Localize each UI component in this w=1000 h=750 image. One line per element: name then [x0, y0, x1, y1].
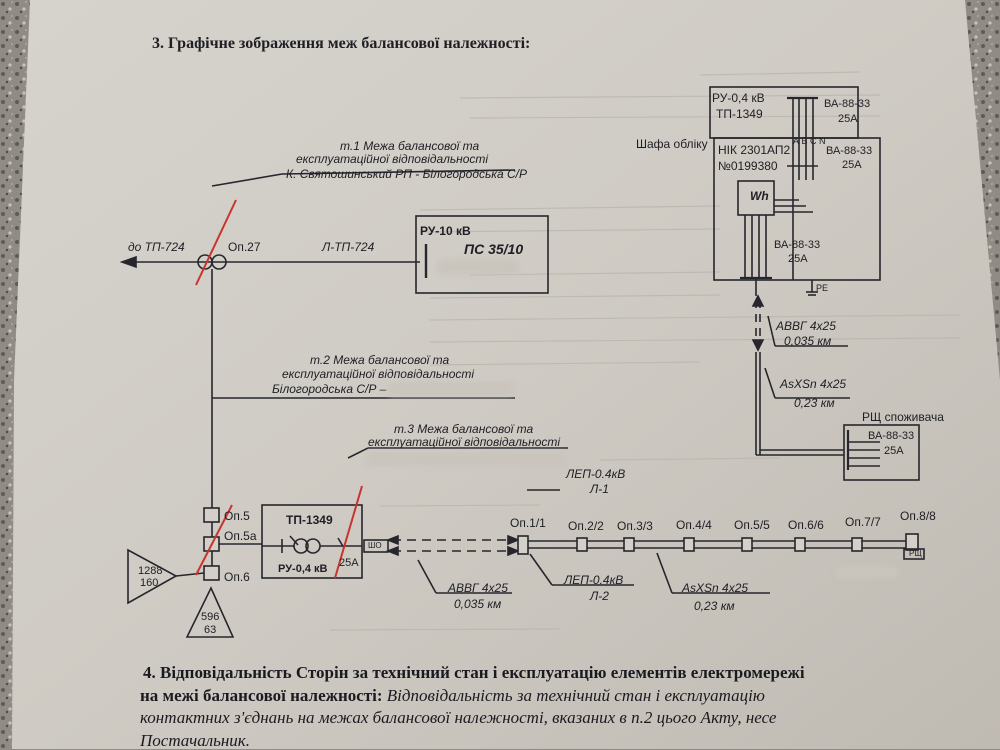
meter-breaker-top-val: 25А [838, 113, 858, 125]
arrow-left-icon [119, 255, 137, 269]
meter-breaker-low: ВА-88-33 [774, 239, 821, 251]
cable-1-length: 0,035 км [454, 597, 502, 611]
redacted-block [366, 452, 566, 466]
tp-breaker-label: 25А [339, 557, 359, 569]
line-pole-label: Оп.5/5 [734, 518, 770, 532]
tp-1349-box [261, 504, 363, 579]
transformer-triangle-left [127, 548, 178, 605]
substation-name: ПС 35/10 [464, 241, 524, 257]
meter-wh-box [737, 180, 775, 216]
triangle-left-top: 1288 [138, 565, 163, 577]
to-tp-724-label: до ТП-724 [128, 240, 185, 254]
pole-5-box [203, 507, 220, 523]
consumer-panel-box [843, 424, 920, 481]
tp-ru-label: РУ-0,4 кВ [278, 563, 328, 575]
line-pole-label: Оп.8/8 [900, 509, 936, 523]
line-pole-label: Оп.4/4 [676, 518, 712, 532]
wh-label: Wh [750, 189, 769, 203]
meter-breaker-mid: ВА-88-33 [826, 145, 873, 157]
redacted-block [438, 260, 518, 274]
pole-27-label: Оп.27 [228, 240, 261, 254]
lep-2-sub: Л-2 [590, 589, 609, 603]
boundary-3-mark [334, 485, 363, 579]
meter-ru-label: РУ-0,4 кВ [712, 91, 765, 105]
consumer-breaker-val: 25А [884, 445, 904, 457]
boundary-1-line1: т.1 Межа балансової та [340, 139, 480, 153]
meter-breaker-low-val: 25А [788, 253, 808, 265]
phase-labels: А В С N [793, 136, 826, 146]
metering-cabinet [713, 137, 881, 281]
boundary-1-line2: експлуатаційної відповідальності [296, 152, 489, 166]
redacted-block [836, 566, 898, 578]
pole-1-1-box [517, 535, 529, 555]
substation-ru-label: РУ-10 кВ [420, 224, 471, 238]
triangle-left-bottom: 160 [140, 577, 159, 589]
cabinet-label: Шафа обліку [636, 137, 708, 151]
section-4-line4: Постачальник. [140, 731, 250, 750]
boundary-2-mark [195, 504, 233, 576]
meter-number: №0199380 [718, 159, 778, 173]
wire-bottom-name: AsXSn 4х25 [682, 581, 749, 595]
sho-box [363, 539, 389, 553]
rshch-tag: РЩ [909, 549, 922, 558]
line-pole-label: Оп.6/6 [788, 518, 824, 532]
pole-5a-label: Оп.5а [224, 529, 257, 543]
pole-5-label: Оп.5 [224, 509, 250, 523]
wire-right-name: AsXSn 4х25 [780, 377, 847, 391]
section-4-line3: контактних з'єднань на межах балансової … [140, 708, 777, 727]
line-pole-label: Оп.7/7 [845, 515, 881, 529]
boundary-1-line3: К. Святошинський РП - Білогородська С/Р [286, 167, 527, 181]
substation-box [415, 215, 549, 294]
cable-2-length: 0,035 км [784, 334, 832, 348]
lep-1-name: ЛЕП-0.4кВ [566, 467, 626, 481]
tp-name-label: ТП-1349 [286, 513, 333, 527]
cable-1-name: АВВГ 4х25 [448, 581, 508, 595]
meter-tp-label: ТП-1349 [716, 107, 763, 121]
transformer-triangle-bottom [185, 586, 235, 638]
pole-6-box [203, 565, 220, 581]
lep-2-name: ЛЕП-0.4кВ [564, 573, 624, 587]
wire-right-length: 0,23 км [794, 396, 835, 410]
boundary-3-line1: т.3 Межа балансової та [394, 422, 534, 436]
pe-label: PE [816, 283, 829, 293]
meter-breaker-mid-val: 25А [842, 159, 862, 171]
section-3-heading: 3. Графічне зображення меж балансової на… [152, 35, 531, 52]
section-4-line2-bold: на межі балансової належності: [140, 686, 383, 705]
section-4-title-text: 4. Відповідальність Сторін за технічний … [143, 663, 805, 682]
triangle-bottom-top: 596 [201, 611, 220, 623]
section-4-title: 4. Відповідальність Сторін за технічний … [143, 664, 805, 681]
rshch-box [903, 548, 925, 560]
line-pole-label: Оп.2/2 [568, 519, 604, 533]
section-4-line2-italic: Відповідальність за технічний стан і екс… [386, 686, 765, 705]
boundary-3-line2: експлуатаційної відповідальності [368, 435, 561, 449]
cable-2-name: АВВГ 4х25 [776, 319, 836, 333]
boundary-2-line3: Білогородська С/Р – [272, 382, 387, 396]
pole-6-label: Оп.6 [224, 570, 250, 584]
lep-1-sub: Л-1 [590, 482, 609, 496]
pole-27-symbol-b [211, 254, 227, 270]
line-pole-label: Оп.1/1 [510, 516, 546, 530]
line-tp-724-label: Л-ТП-724 [322, 240, 375, 254]
meter-model: НІК 2301АП2 [718, 143, 791, 157]
redacted-block [388, 382, 514, 396]
line-pole-label: Оп.3/3 [617, 519, 653, 533]
triangle-bottom-bottom: 63 [204, 624, 217, 636]
boundary-2-line1: т.2 Межа балансової та [310, 353, 450, 367]
boundary-1-mark [195, 199, 237, 286]
sho-label: ШО [368, 541, 382, 550]
meter-breaker-top: ВА-88-33 [824, 98, 871, 110]
consumer-breaker: ВА-88-33 [868, 430, 915, 442]
consumer-title: РЩ споживача [862, 410, 944, 424]
section-4-line2: на межі балансової належності: Відповіда… [140, 687, 765, 704]
wire-bottom-length: 0,23 км [694, 599, 735, 613]
boundary-2-line2: експлуатаційної відповідальності [282, 367, 475, 381]
